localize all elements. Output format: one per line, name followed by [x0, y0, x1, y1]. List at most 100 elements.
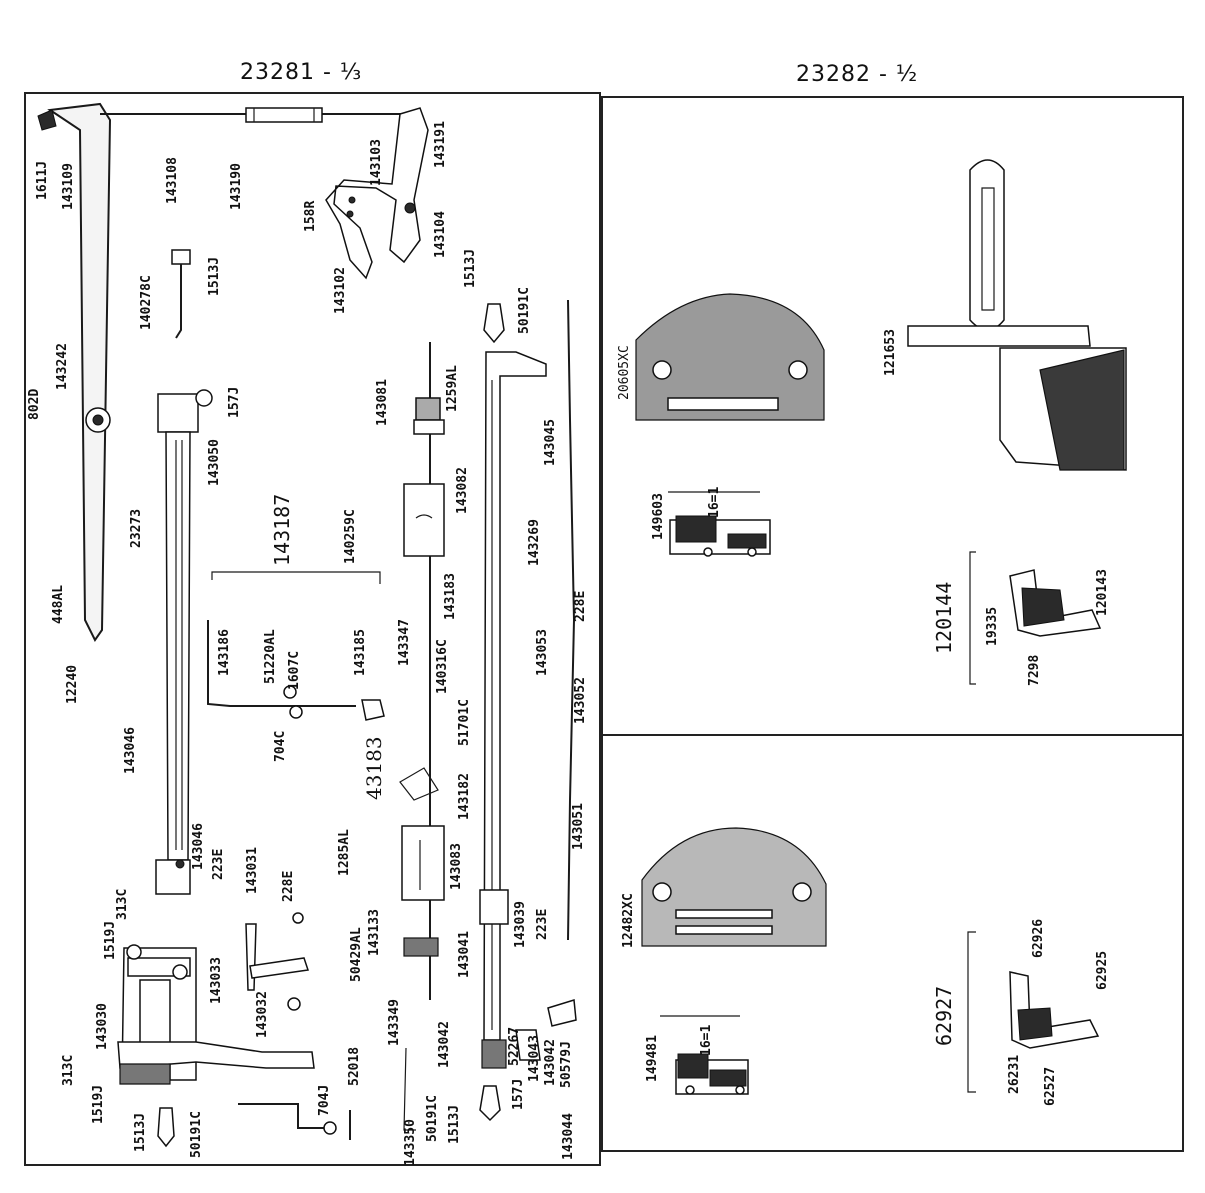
label-1513j-top: 1513J: [207, 256, 222, 296]
label-52267: 52267: [507, 1026, 522, 1066]
label-51220al: 51220AL: [263, 629, 278, 684]
wire-143045: [567, 299, 576, 941]
label-52018: 52018: [347, 1046, 362, 1086]
label-62527: 62527: [1043, 1066, 1058, 1106]
label-143046-bottom: 143046: [191, 823, 206, 870]
presser-bar-assembly: [479, 303, 577, 1122]
label-143053: 143053: [535, 629, 550, 676]
label-313c-top: 313C: [115, 888, 130, 920]
label-1519j-bottom: 1519J: [91, 1084, 106, 1124]
label-143269: 143269: [527, 519, 542, 566]
feed-dog-149481: [660, 1015, 749, 1095]
feed-dog-149603: [668, 491, 771, 557]
right-diagram-title: 23282 - ½: [796, 62, 919, 87]
label-143041: 143041: [457, 931, 472, 978]
label-157j-top: 157J: [227, 386, 242, 418]
label-16eq1-top: 16=1: [707, 486, 722, 518]
label-143031: 143031: [245, 847, 260, 894]
label-143182: 143182: [457, 773, 472, 820]
label-143349: 143349: [387, 999, 402, 1046]
presser-foot-120144: [1009, 569, 1102, 637]
label-223e-right: 223E: [535, 908, 550, 940]
label-143347: 143347: [397, 619, 412, 666]
label-143039: 143039: [513, 901, 528, 948]
label-143103: 143103: [369, 139, 384, 186]
label-143108: 143108: [165, 157, 180, 204]
label-313c-bottom: 313C: [61, 1054, 76, 1086]
label-20605xc: 20605XC: [617, 345, 632, 400]
label-143032: 143032: [255, 991, 270, 1038]
label-16eq1-bottom: 16=1: [699, 1024, 714, 1056]
label-143186: 143186: [217, 629, 232, 676]
label-140316c: 140316C: [435, 639, 450, 694]
label-223e-left: 223E: [211, 848, 226, 880]
label-143242: 143242: [55, 343, 70, 390]
label-121653: 121653: [883, 329, 898, 376]
label-143191: 143191: [433, 121, 448, 168]
label-143109: 143109: [61, 163, 76, 210]
label-143104: 143104: [433, 211, 448, 258]
middle-shaft-assembly: [399, 342, 445, 1000]
label-143081: 143081: [375, 379, 390, 426]
needle-bar-assembly: [117, 389, 315, 1148]
label-143050: 143050: [207, 439, 222, 486]
label-120144: 120144: [932, 581, 956, 654]
label-26231: 26231: [1007, 1054, 1022, 1094]
throat-plate-20605xc: [635, 293, 825, 421]
bracket-143185: [207, 620, 385, 721]
label-50191c-bottom-mid: 50191C: [425, 1095, 440, 1142]
label-143030: 143030: [95, 1003, 110, 1050]
label-143046-top: 143046: [123, 727, 138, 774]
label-704j: 704J: [317, 1084, 332, 1116]
throat-plate-12482xc: [641, 827, 827, 947]
label-143052: 143052: [573, 677, 588, 724]
label-50191c-right: 50191C: [517, 287, 532, 334]
label-157j-bottom: 157J: [511, 1078, 526, 1110]
label-43183-handwritten: 43183: [362, 736, 386, 800]
label-802d: 802D: [27, 388, 42, 420]
presser-arm-assembly: [37, 102, 429, 642]
label-143190: 143190: [229, 163, 244, 210]
label-143051: 143051: [571, 803, 586, 850]
label-143083: 143083: [449, 843, 464, 890]
label-19335: 19335: [985, 606, 1000, 646]
label-1259al: 1259AL: [445, 365, 460, 412]
label-1611j: 1611J: [35, 160, 50, 200]
label-50429al: 50429AL: [349, 927, 364, 982]
label-1607c: 1607C: [287, 650, 302, 690]
label-149603: 149603: [651, 493, 666, 540]
label-50579j: 50579J: [559, 1041, 574, 1088]
label-143133: 143133: [367, 909, 382, 956]
label-143044: 143044: [561, 1113, 576, 1160]
left-parts-panel: [24, 92, 601, 1166]
label-23273: 23273: [129, 508, 144, 548]
label-143183: 143183: [443, 573, 458, 620]
label-1513j-right: 1513J: [463, 248, 478, 288]
label-1513j-bottom-left: 1513J: [133, 1112, 148, 1152]
label-143042-left: 143042: [437, 1021, 452, 1068]
label-143185: 143185: [353, 629, 368, 676]
label-1519j-top: 1519J: [103, 920, 118, 960]
presser-foot-62927: [1009, 971, 1100, 1049]
label-50191c-bottom-left: 50191C: [189, 1111, 204, 1158]
label-143042-right: 143042: [543, 1039, 558, 1086]
right-bottom-panel: [601, 734, 1184, 1152]
label-143082: 143082: [455, 467, 470, 514]
label-143043: 143043: [527, 1035, 542, 1082]
label-140278c: 140278C: [139, 275, 154, 330]
label-158r: 158R: [303, 200, 318, 232]
left-diagram-title: 23281 - ⅓: [240, 60, 363, 85]
label-143187: 143187: [270, 493, 294, 566]
label-704c: 704C: [273, 730, 288, 762]
label-228e-left: 228E: [281, 870, 296, 902]
label-62925: 62925: [1095, 950, 1110, 990]
label-149481: 149481: [645, 1035, 660, 1082]
edge-guide-121653: [907, 159, 1127, 471]
label-143350: 143350: [403, 1119, 418, 1166]
label-62927: 62927: [932, 985, 956, 1046]
label-7298: 7298: [1027, 654, 1042, 686]
label-120143: 120143: [1095, 569, 1110, 616]
label-228e-right: 228E: [573, 590, 588, 622]
label-143033: 143033: [209, 957, 224, 1004]
